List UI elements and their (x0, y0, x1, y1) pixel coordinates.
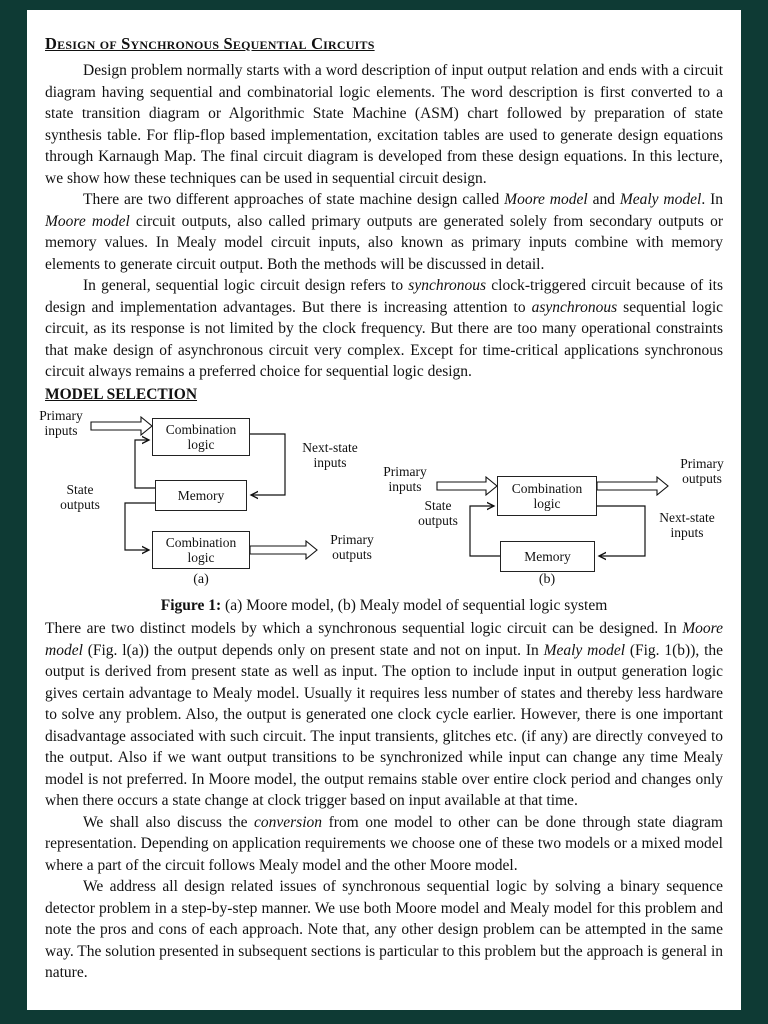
mealy-state-outputs-label: State outputs (418, 497, 458, 528)
moore-combination-logic-bottom-box: Combination logic (152, 530, 250, 569)
paragraph-2: There are two different approaches of st… (45, 191, 723, 273)
mealy-primary-outputs-arrow (596, 475, 669, 496)
paragraph-5: We shall also discuss the conversion fro… (45, 813, 723, 874)
moore-primary-outputs-label: Primary outputs (330, 531, 374, 562)
figure-caption: Figure 1: (a) Moore model, (b) Mealy mod… (45, 595, 723, 617)
figure-caption-label: Figure 1: (160, 596, 222, 614)
moore-next-state-inputs-label: Next-state inputs (302, 439, 358, 470)
doc-title: Design of Synchronous Sequential Circuit… (45, 34, 375, 53)
section-heading-model-selection: MODEL SELECTION (45, 385, 198, 403)
paragraph-3: In general, sequential logic circuit des… (45, 277, 723, 380)
document-page: Design of Synchronous Sequential Circuit… (27, 10, 741, 1010)
moore-primary-inputs-label: Primary inputs (39, 407, 83, 438)
moore-memory-box: Memory (155, 479, 247, 511)
moore-state-feedback-wire (134, 440, 155, 489)
mealy-state-feedback-wire (469, 506, 500, 557)
moore-state-outputs-label: State outputs (60, 481, 100, 512)
mealy-primary-outputs-label: Primary outputs (680, 455, 724, 486)
paragraph-6: We address all design related issues of … (45, 878, 723, 981)
mealy-tag: (b) (538, 571, 556, 587)
figure-caption-text: (a) Moore model, (b) Mealy model of sequ… (221, 596, 608, 614)
moore-tag: (a) (193, 571, 209, 587)
paragraph-1: Design problem normally starts with a wo… (45, 62, 723, 187)
moore-next-state-wire (250, 432, 286, 495)
moore-memory-to-output-logic-wire (124, 501, 155, 550)
paragraph-4: There are two distinct models by which a… (45, 620, 724, 809)
moore-primary-outputs-arrow (249, 539, 318, 560)
moore-combination-logic-top-box: Combination logic (152, 417, 250, 456)
mealy-primary-inputs-arrow (436, 475, 498, 496)
mealy-memory-box: Memory (500, 540, 595, 572)
figure-1: Primary inputs Combination logic Next-st… (39, 406, 724, 594)
mealy-next-state-inputs-label: Next-state inputs (659, 509, 715, 540)
mealy-next-state-wire (597, 504, 646, 556)
moore-primary-inputs-arrow (90, 415, 153, 436)
mealy-combination-logic-box: Combination logic (497, 475, 597, 516)
block-diagram-wires (90, 415, 669, 594)
mealy-primary-inputs-label: Primary inputs (383, 463, 427, 494)
